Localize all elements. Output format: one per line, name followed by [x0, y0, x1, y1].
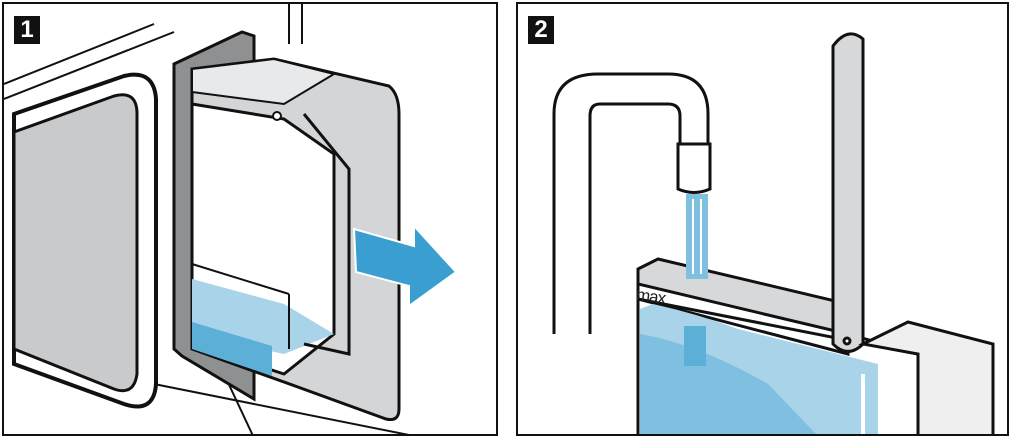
step-1-panel: 1 — [2, 2, 498, 436]
remove-water-tank-illustration — [4, 4, 458, 434]
max-fill-marking: max — [634, 285, 667, 308]
water-stream — [686, 194, 708, 279]
arrow-right-icon — [352, 223, 458, 308]
fill-water-tank-illustration — [552, 32, 995, 434]
step-number-badge: 1 — [14, 16, 40, 44]
step-number-badge: 2 — [528, 16, 554, 44]
step-2-panel: 2 max — [516, 2, 1009, 436]
